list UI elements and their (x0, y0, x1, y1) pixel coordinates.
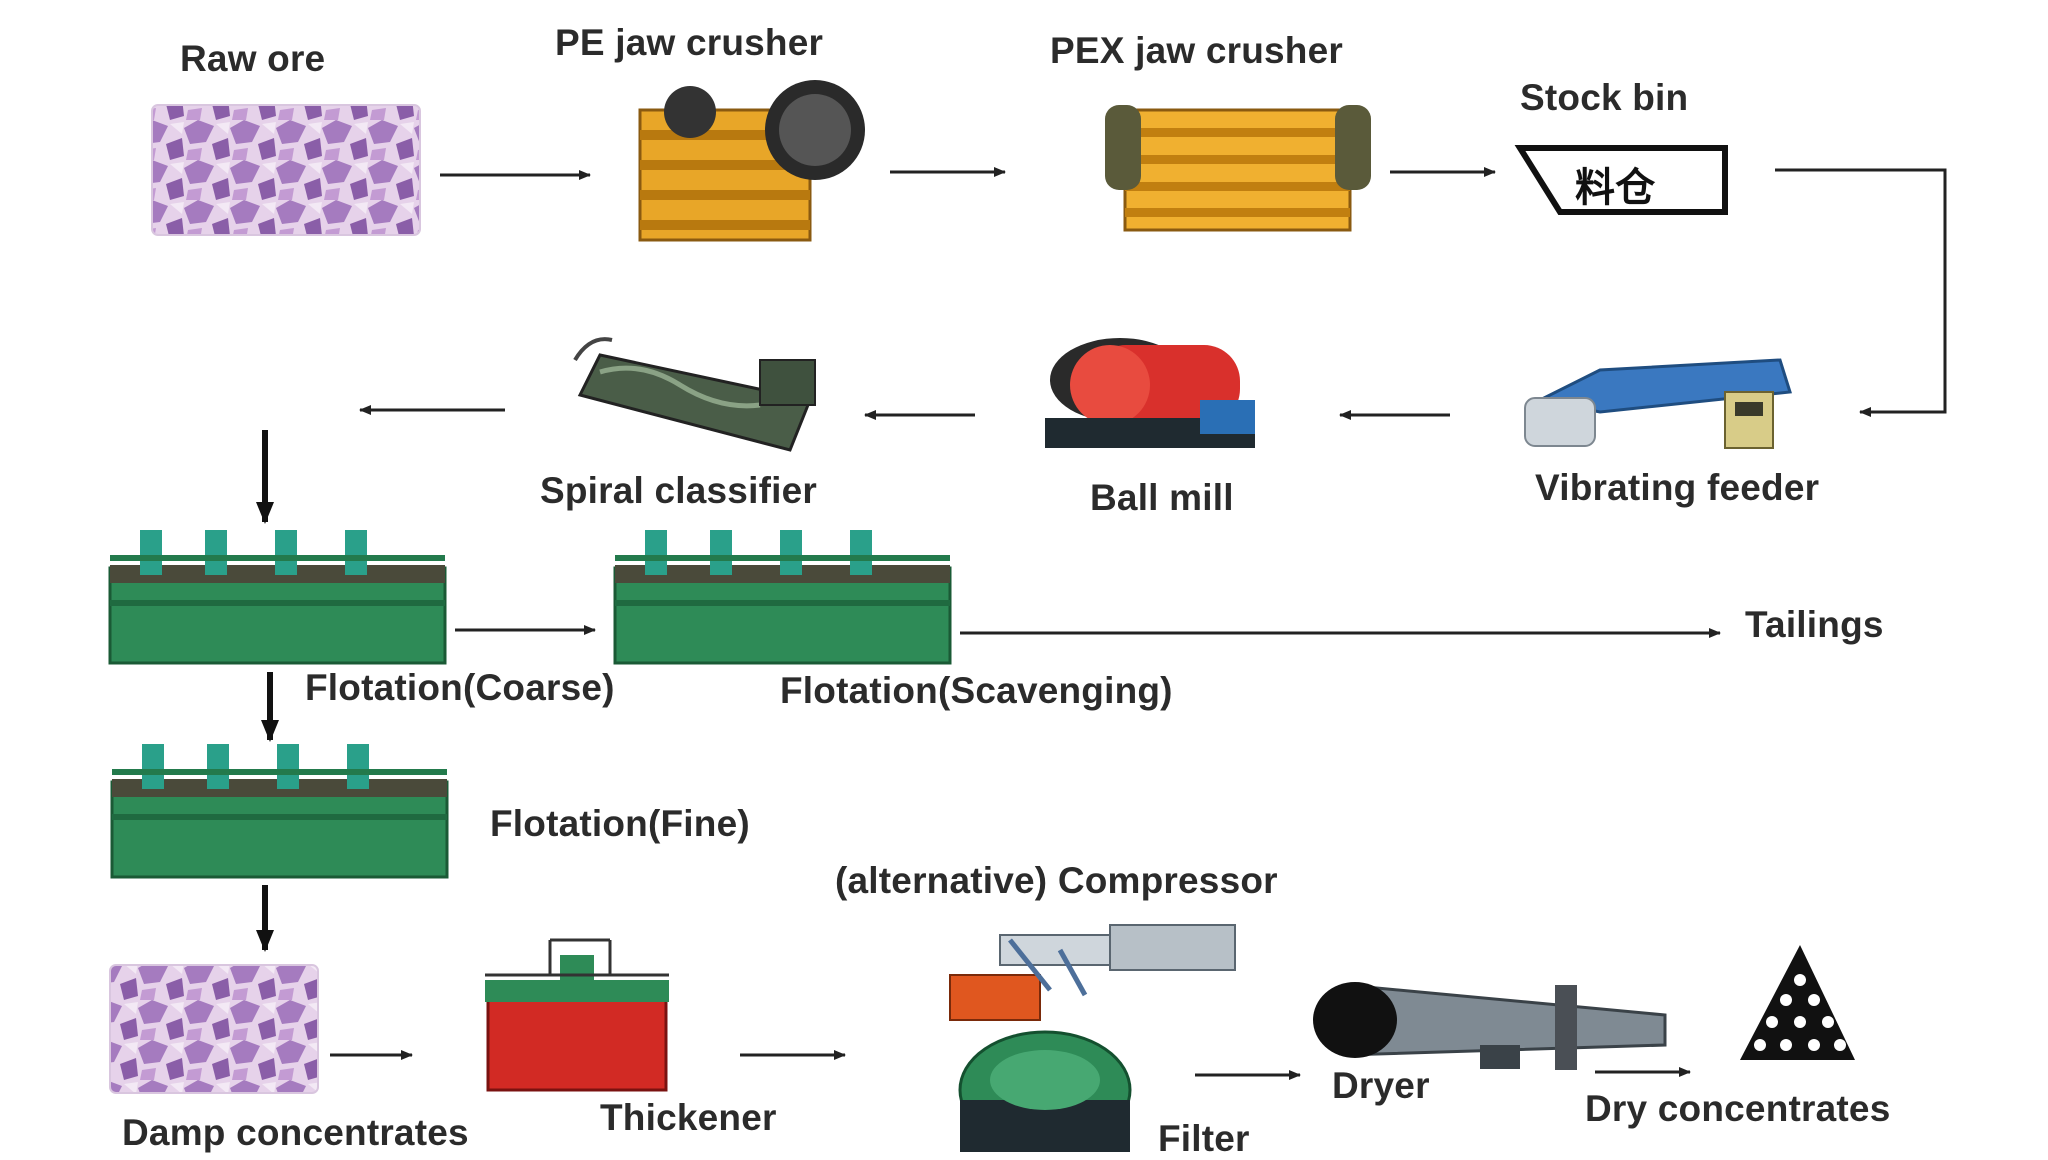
label-thickener: Thickener (600, 1097, 777, 1138)
compressor-image (949, 924, 1236, 1021)
flotation-scavenging-image (613, 530, 952, 665)
label-flotation-scavenging: Flotation(Scavenging) (780, 670, 1173, 711)
label-raw-ore: Raw ore (180, 38, 326, 79)
flotation-coarse-image (108, 530, 447, 665)
label-ball-mill: Ball mill (1090, 477, 1234, 518)
label-dryer: Dryer (1332, 1065, 1430, 1106)
label-spiral-classifier: Spiral classifier (540, 470, 817, 511)
ball-mill-image (1045, 338, 1255, 448)
pex-jaw-crusher-image (1105, 105, 1371, 232)
thickener-image (485, 938, 669, 1092)
filter-image (958, 1030, 1132, 1152)
arrow-stock-bin-to-feeder (1775, 168, 1947, 417)
label-damp-concentrates: Damp concentrates (122, 1112, 469, 1153)
label-alternative-compressor: (alternative) Compressor (835, 860, 1278, 901)
spiral-classifier-image (573, 337, 816, 452)
label-filter: Filter (1158, 1118, 1250, 1159)
dry-concentrates-image (1740, 945, 1855, 1060)
flotation-fine-image (110, 744, 449, 879)
dryer-image (1313, 982, 1667, 1070)
pe-jaw-crusher-image (638, 80, 865, 242)
label-flotation-fine: Flotation(Fine) (490, 803, 750, 844)
stock-bin-image (1514, 145, 1728, 215)
label-vibrating-feeder: Vibrating feeder (1535, 467, 1820, 508)
label-pex-jaw-crusher: PEX jaw crusher (1050, 30, 1343, 71)
label-dry-concentrates: Dry concentrates (1585, 1088, 1891, 1129)
label-flotation-coarse: Flotation(Coarse) (305, 667, 615, 708)
stock-bin-sign: 料仓 (1575, 165, 1656, 211)
damp-concentrates-image (109, 964, 319, 1094)
raw-ore-image (151, 104, 421, 236)
label-pe-jaw-crusher: PE jaw crusher (555, 22, 824, 63)
label-tailings: Tailings (1745, 604, 1884, 645)
label-stock-bin: Stock bin (1520, 77, 1689, 118)
vibrating-feeder-image (1524, 358, 1792, 449)
